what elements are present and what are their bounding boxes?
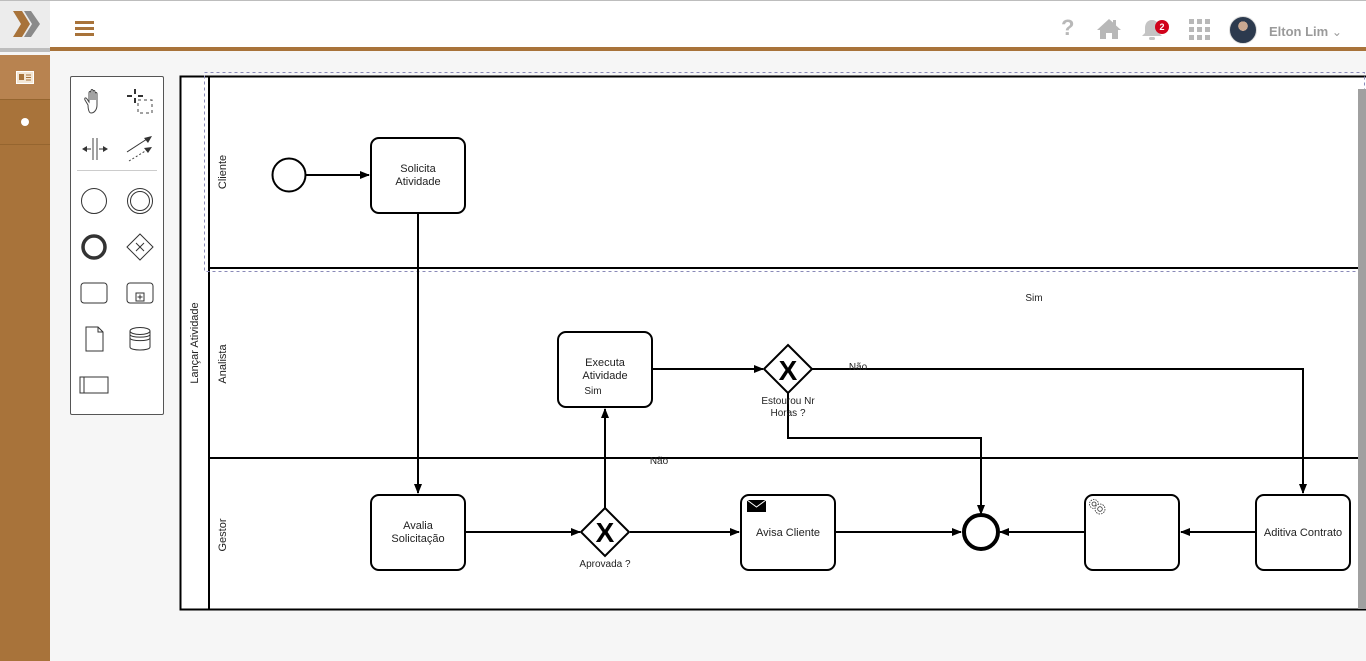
task-aditiva-contrato[interactable]: Aditiva Contrato [1255, 494, 1351, 571]
data-object-tool-icon[interactable] [79, 324, 109, 354]
x-icon: X [596, 517, 615, 548]
gateway-label: Aprovada ? [579, 559, 631, 570]
task-label: Executa [585, 357, 626, 369]
task-avalia-solicitacao[interactable]: Avalia Solicitação [370, 494, 466, 571]
sidebar-item-process[interactable] [0, 55, 50, 100]
lane-label-analista: Analista [217, 344, 229, 384]
avatar[interactable] [1229, 16, 1257, 44]
flow-label-nao: Não [849, 362, 868, 373]
pool[interactable] [179, 75, 1366, 611]
task-solicita-atividade[interactable]: Solicita Atividade [370, 137, 466, 214]
grid-icon[interactable] [1189, 19, 1211, 41]
task-label: Aditiva Contrato [1264, 527, 1342, 539]
connect-tool-icon[interactable] [125, 134, 155, 164]
space-tool-icon[interactable] [80, 134, 110, 164]
x-icon: X [779, 355, 798, 386]
participant-tool-icon[interactable] [79, 370, 109, 400]
start-event-tool-icon[interactable] [79, 186, 109, 216]
envelope-icon [746, 499, 767, 512]
task-tool-icon[interactable] [79, 278, 109, 308]
user-name: Elton Lim [1269, 24, 1329, 39]
lane-selection-outline [204, 72, 1365, 272]
task-avisa-cliente[interactable]: Avisa Cliente [740, 494, 836, 571]
task-label: Avisa Cliente [756, 527, 820, 539]
task-label: Avalia [403, 520, 434, 532]
task-label: Atividade [395, 176, 440, 188]
flow-label-sim: Sim [1025, 293, 1042, 304]
app-logo[interactable] [0, 1, 50, 52]
pool-label: Lançar Atividade [189, 302, 201, 383]
task-label: Atividade [582, 370, 627, 382]
menu-button[interactable] [75, 21, 94, 37]
gateway-label: Horas ? [770, 408, 805, 419]
subprocess-tool-icon[interactable] [125, 278, 155, 308]
sidebar [0, 55, 50, 661]
tool-palette [70, 76, 164, 415]
sequence-flows [306, 171, 1307, 536]
hamburger-icon [75, 21, 94, 24]
question-icon: ? [1061, 15, 1075, 40]
logo-icon [13, 11, 40, 37]
task-label: Solicita [400, 163, 436, 175]
gateway-tool-icon[interactable] [125, 232, 155, 262]
flow-label-nao: Não [650, 456, 669, 467]
flow-estourou-end [787, 393, 985, 515]
help-button[interactable]: ? [1061, 15, 1074, 41]
gateway-label: Estourou Nr [761, 396, 815, 407]
lasso-tool-icon[interactable] [125, 87, 155, 117]
gateway-estourou-horas[interactable]: X Estourou Nr Horas ? [761, 343, 815, 419]
end-event-tool-icon[interactable] [79, 232, 109, 262]
data-store-tool-icon[interactable] [125, 324, 155, 354]
user-menu[interactable]: Elton Lim ⌄ [1269, 24, 1342, 39]
chevron-down-icon: ⌄ [1331, 25, 1342, 39]
lane-label-cliente: Cliente [217, 155, 229, 189]
gear-icon [1089, 499, 1106, 515]
lane-label-gestor: Gestor [217, 518, 229, 551]
canvas-scrollbar[interactable] [1358, 89, 1366, 609]
task-label: Solicitação [391, 533, 444, 545]
task-service[interactable] [1084, 494, 1180, 571]
intermediate-event-tool-icon[interactable] [125, 186, 155, 216]
notification-badge: 2 [1155, 20, 1169, 34]
palette-divider [77, 170, 157, 171]
home-icon[interactable] [1096, 18, 1122, 40]
top-bar: ? 2 Elton Lim ⌄ [0, 0, 1366, 52]
gateway-aprovada[interactable]: X Aprovada ? [579, 506, 631, 570]
id-card-icon [16, 70, 34, 84]
hand-tool-icon[interactable] [80, 87, 110, 117]
flow-label-sim: Sim [584, 386, 601, 397]
task-executa-atividade[interactable]: Executa Atividade [557, 331, 653, 408]
end-event[interactable] [962, 513, 1000, 551]
flow-estourou-aditiva [812, 368, 1307, 494]
dot-icon [21, 118, 29, 126]
sidebar-item-secondary[interactable] [0, 100, 50, 145]
start-event[interactable] [271, 157, 307, 193]
